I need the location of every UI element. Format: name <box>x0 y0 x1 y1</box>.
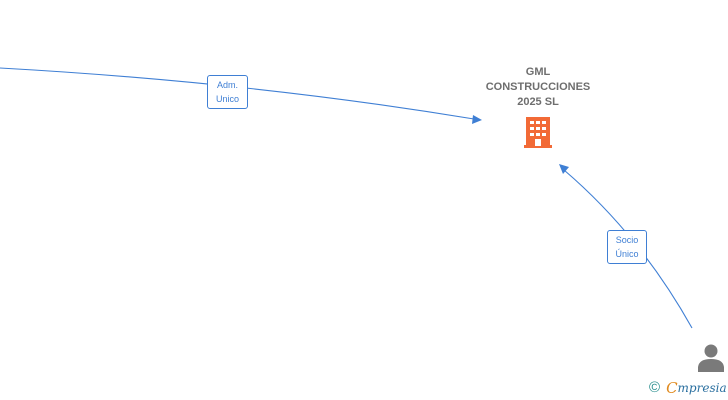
brand-logo-initial: C <box>666 379 678 397</box>
person-icon[interactable] <box>696 342 726 372</box>
arrow-head-socio <box>559 164 569 174</box>
arrow-head-admin <box>472 115 482 124</box>
edge-label-socio-line1: Socio <box>615 235 639 245</box>
building-icon[interactable] <box>522 115 554 149</box>
brand-watermark: © C mpresia <box>649 378 727 398</box>
company-name[interactable]: GML CONSTRUCCIONES 2025 SL <box>485 66 591 108</box>
edge-label-admin-line2: Unico <box>215 94 239 104</box>
brand-logo-text: mpresia <box>677 381 727 395</box>
copyright-sign: © <box>649 379 661 396</box>
edge-label-socio[interactable]: Socio Único <box>607 230 647 264</box>
edge-label-admin[interactable]: Adm. Unico <box>207 75 248 109</box>
edge-label-socio-line2: Único <box>615 249 639 259</box>
company-node[interactable]: GML CONSTRUCCIONES 2025 SL <box>468 65 608 149</box>
person-node[interactable] <box>696 342 726 372</box>
edge-label-admin-line1: Adm. <box>216 80 238 90</box>
